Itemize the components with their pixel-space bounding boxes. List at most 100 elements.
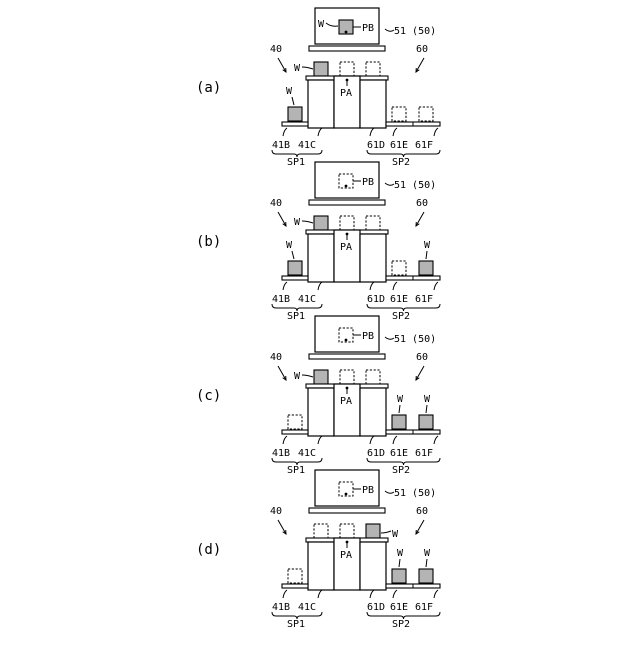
- top-slot-1: [314, 524, 328, 538]
- bottom-leader: [434, 282, 438, 290]
- bottom-label-61d: 61D: [367, 140, 385, 151]
- bottom-leader: [434, 436, 438, 444]
- column-left: [308, 234, 334, 282]
- panel-a: (a)PB51 (50)W4060WPAW41B41C61D61E61FSP1S…: [196, 8, 440, 168]
- bottom-leader: [318, 128, 322, 136]
- pb-label: PB: [362, 23, 374, 34]
- sp1-brace: [272, 458, 322, 465]
- bottom-label-61e: 61E: [390, 294, 408, 305]
- sp2-brace: [367, 304, 440, 311]
- unit-plate: [309, 354, 385, 359]
- column-right: [360, 542, 386, 590]
- bottom-leader: [283, 128, 287, 136]
- group-40-arrow: [278, 58, 286, 72]
- right-slot-leader: [426, 251, 427, 259]
- bottom-label-61d: 61D: [367, 602, 385, 613]
- right-slot-leader: [399, 405, 400, 413]
- group-40-label: 40: [270, 352, 282, 363]
- sp2-brace: [367, 458, 440, 465]
- pb-dot: [345, 493, 348, 496]
- top-slot-3: [366, 216, 380, 230]
- sp1-brace: [272, 612, 322, 619]
- group-40-label: 40: [270, 198, 282, 209]
- group-40-label: 40: [270, 44, 282, 55]
- right-slot-leader: [399, 559, 400, 567]
- column-right: [360, 234, 386, 282]
- top-slot-2: [340, 216, 354, 230]
- group-60-arrow: [416, 212, 424, 226]
- pb-label: PB: [362, 331, 374, 342]
- top-slot-leader: [302, 221, 313, 223]
- top-slot-1: [314, 62, 328, 76]
- pb-label: PB: [362, 177, 374, 188]
- group-60-label: 60: [416, 352, 428, 363]
- unit-plate: [309, 200, 385, 205]
- bottom-label-61e: 61E: [390, 140, 408, 151]
- pa-dot: [346, 233, 349, 236]
- column-left: [308, 388, 334, 436]
- panel-c: (c)PB51 (50)4060WPAWW41B41C61D61E61FSP1S…: [196, 316, 440, 476]
- right-slot-label: W: [424, 240, 431, 251]
- bottom-label-61f: 61F: [415, 602, 433, 613]
- pb-dot: [345, 185, 348, 188]
- pb-workpiece-label: W: [318, 19, 325, 30]
- sp2-label: SP2: [392, 311, 410, 322]
- top-slot-2: [340, 524, 354, 538]
- pa-label: PA: [340, 550, 352, 561]
- sp2-label: SP2: [392, 157, 410, 168]
- bottom-leader: [393, 282, 397, 290]
- group-60-arrow: [416, 58, 424, 72]
- right-slot-leader: [426, 405, 427, 413]
- panel-caption: (b): [196, 234, 221, 250]
- rail-left: [282, 584, 308, 588]
- unit-label: 51 (50): [394, 488, 436, 499]
- panel-d: (d)PB51 (50)4060WPAWW41B41C61D61E61FSP1S…: [196, 470, 440, 630]
- bottom-label-41c: 41C: [298, 448, 316, 459]
- column-right: [360, 80, 386, 128]
- bottom-leader: [370, 590, 374, 598]
- right-slot-label: W: [397, 394, 404, 405]
- column-left: [308, 80, 334, 128]
- bottom-leader: [393, 590, 397, 598]
- right-slot-2: [419, 415, 433, 429]
- unit-plate: [309, 46, 385, 51]
- bottom-leader: [434, 128, 438, 136]
- bottom-leader: [318, 282, 322, 290]
- pb-dot: [345, 339, 348, 342]
- bottom-label-61f: 61F: [415, 140, 433, 151]
- bottom-leader: [283, 282, 287, 290]
- unit-label: 51 (50): [394, 26, 436, 37]
- pa-label: PA: [340, 242, 352, 253]
- right-slot-1: [392, 107, 406, 121]
- top-slot-2: [340, 370, 354, 384]
- bottom-label-61f: 61F: [415, 448, 433, 459]
- pb-dot: [345, 31, 348, 34]
- sp2-label: SP2: [392, 465, 410, 476]
- unit-leader: [385, 491, 394, 493]
- right-slot-2: [419, 107, 433, 121]
- bottom-label-41b: 41B: [272, 448, 290, 459]
- panel-caption: (a): [196, 80, 221, 96]
- panel-caption: (d): [196, 542, 221, 558]
- right-slot-1: [392, 415, 406, 429]
- bottom-label-41c: 41C: [298, 140, 316, 151]
- left-slot: [288, 569, 302, 583]
- right-slot-leader: [426, 559, 427, 567]
- pa-dot: [346, 387, 349, 390]
- sp1-label: SP1: [287, 465, 305, 476]
- right-slot-2: [419, 569, 433, 583]
- sp1-label: SP1: [287, 619, 305, 630]
- pa-dot: [346, 79, 349, 82]
- panel-caption: (c): [196, 388, 221, 404]
- left-slot: [288, 261, 302, 275]
- top-slot-label: W: [294, 63, 301, 74]
- left-slot: [288, 107, 302, 121]
- bottom-leader: [370, 436, 374, 444]
- unit-plate: [309, 508, 385, 513]
- top-slot-label: W: [294, 371, 301, 382]
- rail-left: [282, 122, 308, 126]
- group-40-arrow: [278, 212, 286, 226]
- group-60-label: 60: [416, 506, 428, 517]
